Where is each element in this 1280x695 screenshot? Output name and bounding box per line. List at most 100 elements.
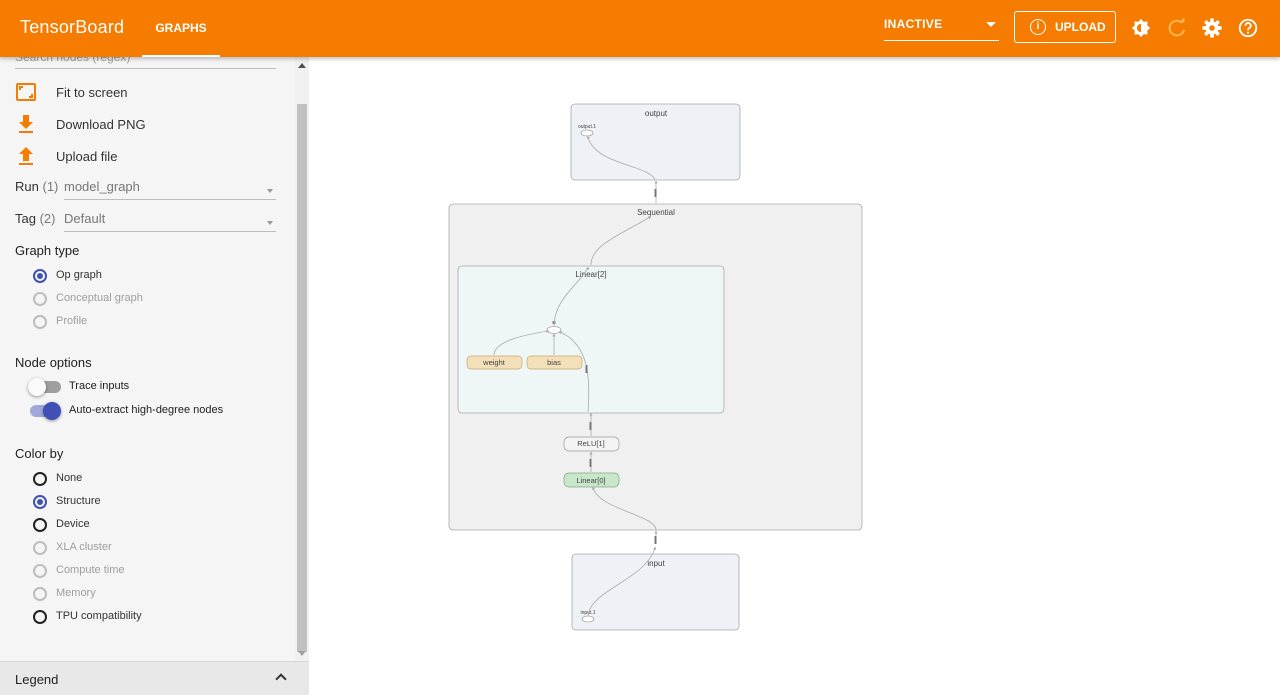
auto-extract-toggle[interactable]: Auto-extract high-degree nodes — [30, 401, 290, 421]
download-png-button[interactable]: Download PNG — [15, 113, 275, 137]
edge-to-output-1 — [586, 135, 656, 181]
radio-op-graph[interactable]: Op graph — [33, 268, 273, 286]
radio-indicator — [33, 518, 47, 532]
radio-color-structure[interactable]: Structure — [33, 494, 273, 512]
upload-icon — [19, 147, 33, 165]
help-icon[interactable] — [1237, 17, 1259, 39]
node-output[interactable] — [570, 103, 741, 181]
tag-select[interactable]: Tag (2) Default — [15, 207, 276, 232]
tab-graphs[interactable]: GRAPHS — [142, 0, 220, 57]
radio-indicator — [33, 292, 47, 306]
node-output-1[interactable] — [580, 129, 594, 137]
node-input-1[interactable] — [581, 615, 595, 623]
node-relu1[interactable] — [563, 436, 620, 452]
node-bias[interactable] — [526, 355, 583, 370]
trace-inputs-toggle[interactable]: Trace inputs — [28, 377, 290, 397]
node-output-label: output — [645, 109, 668, 118]
run-label: Run (1) — [15, 179, 58, 194]
node-linear2[interactable] — [457, 265, 725, 414]
reload-icon[interactable] — [1166, 17, 1188, 39]
info-icon: i — [1030, 19, 1046, 35]
run-label-text: Run — [15, 179, 39, 194]
radio-indicator — [33, 541, 47, 555]
radio-label: Profile — [56, 315, 88, 327]
graph-svg[interactable]: Sequential Linear[2] output output.1 inp… — [309, 57, 1280, 695]
run-select-value: model_graph — [64, 179, 276, 200]
edge-addmm-out — [553, 266, 589, 327]
plugin-select-value: INACTIVE — [884, 17, 943, 31]
fit-to-screen-button[interactable]: Fit to screen — [15, 81, 275, 105]
scroll-up-arrow-icon[interactable] — [298, 63, 306, 68]
radio-color-device[interactable]: Device — [33, 517, 273, 535]
edge-weight-to-addmm — [493, 329, 550, 356]
radio-indicator — [33, 315, 47, 329]
run-select[interactable]: Run (1) model_graph — [15, 175, 276, 200]
tag-select-value: Default — [64, 211, 276, 232]
radio-label: Structure — [56, 495, 101, 507]
chevron-down-icon — [986, 22, 996, 27]
node-options-title: Node options — [15, 355, 92, 370]
radio-label: Memory — [56, 587, 96, 599]
brand-title: TensorBoard — [20, 17, 125, 37]
download-png-label: Download PNG — [56, 117, 146, 132]
edge-into-addmm — [558, 331, 590, 413]
radio-label: Op graph — [56, 269, 102, 281]
radio-color-compute-time[interactable]: Compute time — [33, 563, 273, 581]
radio-conceptual-graph[interactable]: Conceptual graph — [33, 291, 273, 309]
toggle-knob — [28, 378, 46, 396]
color-by-title: Color by — [15, 446, 64, 461]
upload-file-button[interactable]: Upload file — [15, 145, 275, 169]
radio-label: None — [56, 472, 83, 484]
download-icon — [19, 115, 33, 133]
node-linear0[interactable] — [563, 472, 620, 488]
radio-indicator — [33, 587, 47, 601]
radio-label: Compute time — [56, 564, 125, 576]
graph-controls-sidebar: Search nodes (regex) Fit to screen Downl… — [0, 57, 309, 695]
node-output-1-label: output.1 — [578, 124, 596, 130]
legend-label: Legend — [15, 672, 59, 687]
scroll-down-arrow-icon[interactable] — [298, 651, 306, 656]
radio-profile[interactable]: Profile — [33, 314, 273, 332]
run-count: (1) — [42, 179, 59, 194]
tab-active-underline — [142, 55, 220, 57]
scrollbar-thumb[interactable] — [297, 104, 307, 652]
plugin-select[interactable]: INACTIVE — [884, 17, 999, 41]
tag-label: Tag (2) — [15, 211, 55, 226]
node-relu1-label: ReLU[1] — [577, 439, 605, 448]
chevron-down-icon — [267, 189, 273, 193]
toggle-label: Trace inputs — [69, 380, 130, 392]
tag-label-text: Tag — [15, 211, 36, 226]
upload-button[interactable]: i UPLOAD — [1014, 11, 1116, 43]
node-linear2-label: Linear[2] — [575, 270, 606, 279]
radio-label: Device — [56, 518, 90, 530]
radio-label: XLA cluster — [56, 541, 112, 553]
radio-color-none[interactable]: None — [33, 471, 273, 489]
gear-icon[interactable] — [1201, 17, 1223, 39]
node-weight-label: weight — [482, 358, 506, 367]
upload-button-label: UPLOAD — [1055, 20, 1106, 34]
radio-color-memory[interactable]: Memory — [33, 586, 273, 604]
chevron-down-icon — [267, 221, 273, 225]
legend-toggle[interactable]: Legend — [0, 661, 309, 695]
node-addmm[interactable] — [546, 326, 562, 334]
radio-color-tpu-compatibility[interactable]: TPU compatibility — [33, 609, 273, 627]
toggle-knob — [43, 402, 61, 420]
toggle-label: Auto-extract high-degree nodes — [69, 404, 224, 416]
radio-indicator — [33, 564, 47, 578]
search-input[interactable]: Search nodes (regex) — [15, 57, 276, 69]
graph-type-title: Graph type — [15, 243, 80, 258]
radio-color-xla-cluster[interactable]: XLA cluster — [33, 540, 273, 558]
radio-indicator — [33, 269, 47, 283]
edge-linear2-out — [590, 216, 652, 266]
radio-label: Conceptual graph — [56, 292, 143, 304]
node-linear0-label: Linear[0] — [576, 476, 605, 485]
node-input[interactable] — [571, 553, 740, 631]
radio-label: TPU compatibility — [56, 610, 142, 622]
graph-canvas[interactable]: Sequential Linear[2] output output.1 inp… — [309, 57, 1280, 695]
chevron-up-icon — [275, 673, 287, 685]
node-weight[interactable] — [466, 355, 523, 370]
brightness-icon[interactable] — [1130, 17, 1152, 39]
edge-input-to-boundary — [587, 546, 657, 617]
node-bias-label: bias — [547, 358, 561, 367]
sidebar-scrollbar[interactable] — [295, 57, 309, 662]
